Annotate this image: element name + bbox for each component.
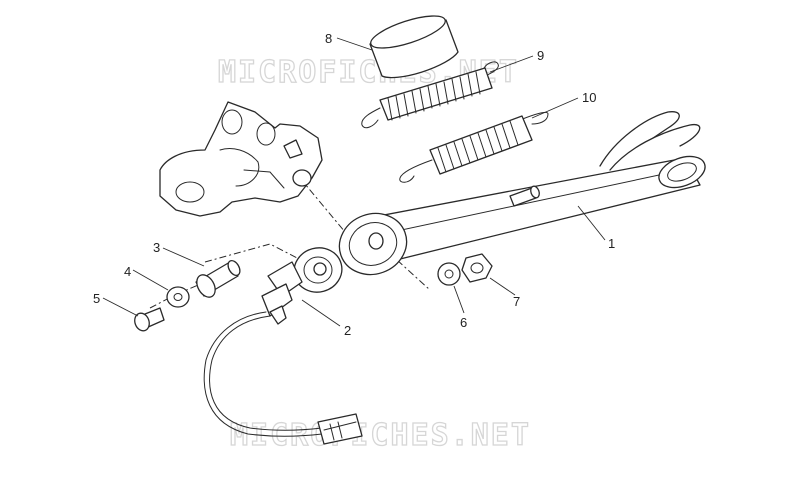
nut (461, 253, 493, 283)
washer-left (166, 286, 190, 308)
callout-8: 8 (325, 31, 332, 46)
callout-6: 6 (460, 315, 467, 330)
assembly-lines (149, 177, 431, 309)
callout-3: 3 (153, 240, 160, 255)
callout-10: 10 (582, 90, 596, 105)
side-stand (338, 111, 706, 276)
leader-lines (102, 37, 606, 327)
lower-spring (399, 111, 549, 183)
callout-4: 4 (124, 264, 131, 279)
screw (134, 307, 165, 332)
pivot-pin (195, 259, 241, 298)
watermark-bottom: MICROFICHES.NET (230, 418, 531, 453)
stand-switch (203, 247, 363, 445)
callout-1: 1 (608, 236, 615, 251)
callout-7: 7 (513, 294, 520, 309)
callout-2: 2 (344, 323, 351, 338)
callout-5: 5 (93, 291, 100, 306)
callout-9: 9 (537, 48, 544, 63)
spacer-sleeve (369, 15, 459, 79)
callout-numbers: 8 9 10 1 2 3 4 5 6 7 (93, 31, 615, 338)
washer-right (437, 262, 461, 286)
upper-spring (361, 61, 499, 129)
frame-bracket (159, 101, 323, 217)
